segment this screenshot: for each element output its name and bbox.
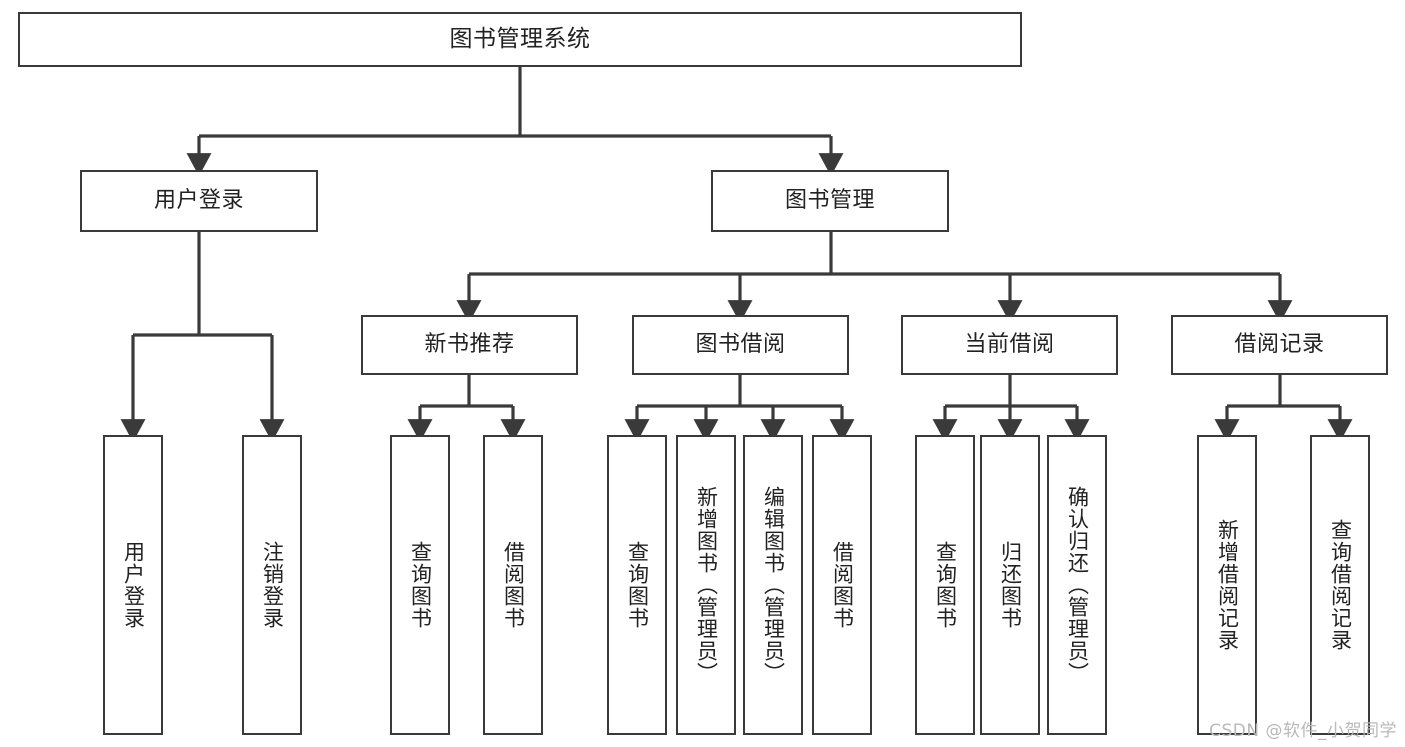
node-root-system[interactable]: 图书管理系统 [18, 12, 1022, 67]
node-borrow-record[interactable]: 借阅记录 [1171, 315, 1388, 375]
leaf-current-borrow-confirm[interactable]: 确认归还（管理员） [1047, 435, 1107, 735]
node-label: 注销登录 [260, 541, 285, 629]
leaf-book-borrow-borrow[interactable]: 借阅图书 [812, 435, 872, 735]
leaf-book-borrow-edit[interactable]: 编辑图书（管理员） [743, 435, 803, 735]
node-label: 图书管理 [784, 188, 875, 214]
node-user-login[interactable]: 用户登录 [80, 170, 318, 232]
node-label: 新增图书（管理员） [694, 486, 719, 684]
leaf-borrow-record-add[interactable]: 新增借阅记录 [1197, 435, 1257, 735]
node-current-borrow[interactable]: 当前借阅 [901, 315, 1118, 375]
node-book-management[interactable]: 图书管理 [711, 170, 949, 232]
node-label: 借阅记录 [1234, 332, 1325, 358]
node-label: 归还图书 [998, 541, 1023, 629]
node-label: 图书借阅 [695, 332, 786, 358]
node-book-borrow[interactable]: 图书借阅 [632, 315, 849, 375]
watermark: CSDN @软件_小贺同学 [1209, 721, 1397, 741]
leaf-book-borrow-add[interactable]: 新增图书（管理员） [676, 435, 736, 735]
node-label: 用户登录 [121, 541, 146, 629]
node-label: 查询借阅记录 [1328, 519, 1353, 651]
node-label: 用户登录 [153, 188, 244, 214]
leaf-borrow-record-query[interactable]: 查询借阅记录 [1310, 435, 1370, 735]
leaf-current-borrow-query[interactable]: 查询图书 [915, 435, 975, 735]
leaf-current-borrow-return[interactable]: 归还图书 [980, 435, 1040, 735]
node-label: 查询图书 [933, 541, 958, 629]
leaf-new-book-borrow[interactable]: 借阅图书 [483, 435, 543, 735]
leaf-book-borrow-query[interactable]: 查询图书 [607, 435, 667, 735]
node-label: 查询图书 [408, 541, 433, 629]
node-label: 借阅图书 [501, 541, 526, 629]
leaf-new-book-query[interactable]: 查询图书 [390, 435, 450, 735]
node-label: 确认归还（管理员） [1065, 486, 1090, 684]
node-label: 查询图书 [625, 541, 650, 629]
node-label: 借阅图书 [830, 541, 855, 629]
node-label: 新增借阅记录 [1215, 519, 1240, 651]
node-label: 新书推荐 [424, 332, 515, 358]
node-label: 当前借阅 [964, 332, 1055, 358]
node-label: 图书管理系统 [449, 26, 591, 53]
node-new-book-recommend[interactable]: 新书推荐 [361, 315, 578, 375]
leaf-user-login[interactable]: 用户登录 [103, 435, 163, 735]
node-label: 编辑图书（管理员） [761, 486, 786, 684]
leaf-logout[interactable]: 注销登录 [242, 435, 302, 735]
